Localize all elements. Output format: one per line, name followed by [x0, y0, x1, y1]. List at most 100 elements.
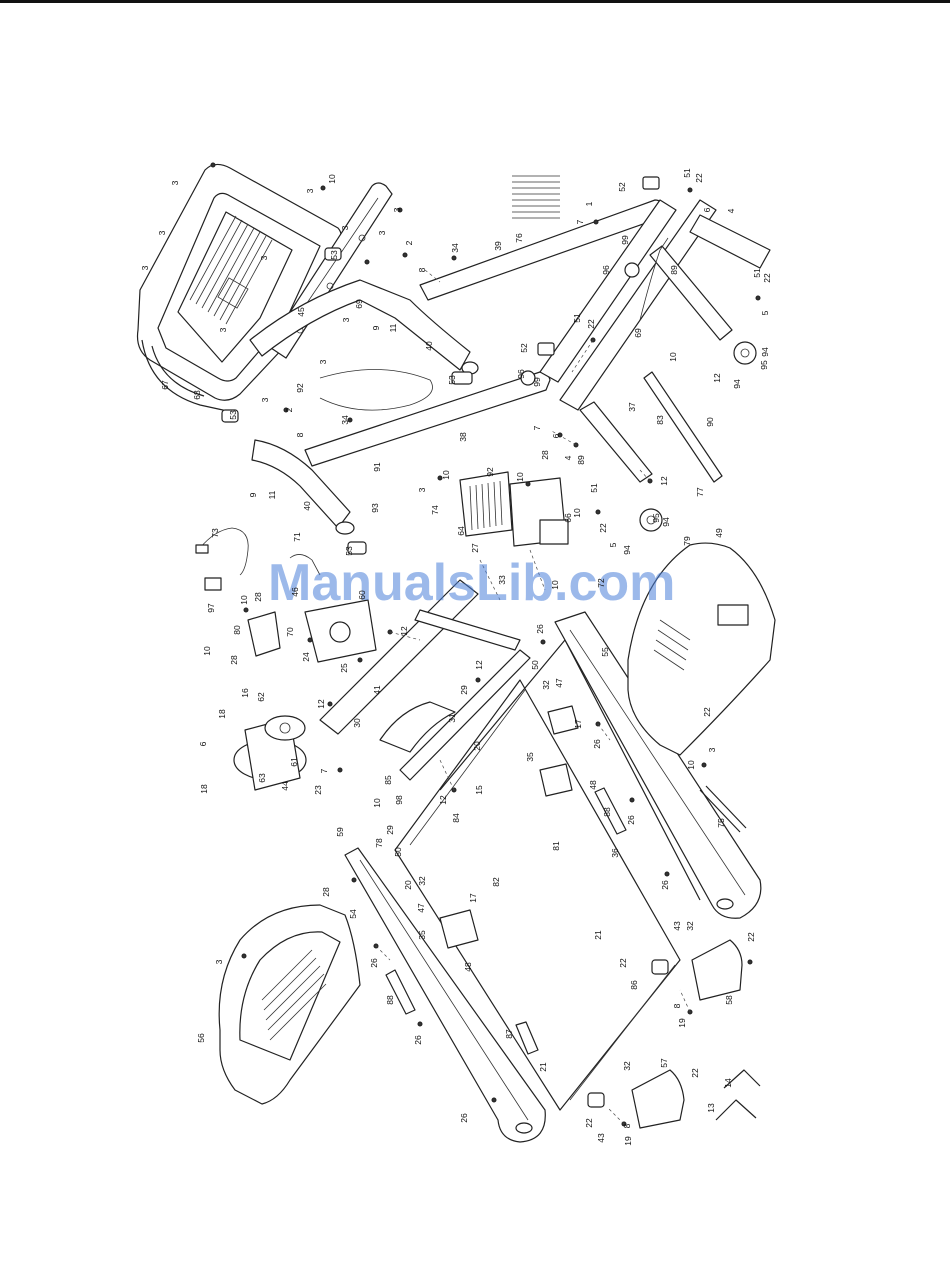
callout-label: 22	[746, 932, 756, 942]
callout-label: 3	[170, 180, 180, 185]
callout-label: 94	[622, 545, 632, 555]
callout-label: 94	[732, 379, 742, 389]
callout-label: 3	[392, 207, 402, 212]
part-89-base	[579, 401, 653, 483]
callout-label: 60	[357, 590, 367, 600]
callout-label: 10	[327, 174, 337, 184]
callout-label: 32	[685, 921, 695, 931]
callout-label: 93	[370, 503, 380, 513]
callout-label: 29	[385, 825, 395, 835]
callout-label: 22	[702, 707, 712, 717]
callout-label: 58	[724, 995, 734, 1005]
callout-label: 94	[760, 347, 770, 357]
callout-label: 3	[318, 359, 328, 364]
callout-label: 97	[206, 603, 216, 613]
callout-label: 6	[198, 741, 208, 746]
callout-label: 62	[256, 692, 266, 702]
callout-label: 83	[655, 415, 665, 425]
callout-label: 3	[259, 255, 269, 260]
callout-label: 28	[253, 592, 263, 602]
callout-label: 53	[447, 375, 457, 385]
callout-label: 80	[232, 625, 242, 635]
callout-label: 21	[538, 1062, 548, 1072]
callout-label: 52	[519, 343, 529, 353]
callout-label: 43	[596, 1133, 606, 1143]
callout-label: 31	[447, 713, 457, 723]
callout-label: 96	[516, 369, 526, 379]
part-82-deck	[394, 679, 681, 1111]
callout-label: 18	[217, 709, 227, 719]
callout-label: 73	[210, 528, 220, 538]
callout-label: 4	[563, 455, 573, 460]
callout-label: 26	[413, 1035, 423, 1045]
callout-label: 22	[598, 523, 608, 533]
callout-label: 86	[629, 980, 639, 990]
callout-label: 10	[550, 580, 560, 590]
callout-label: 51	[572, 313, 582, 323]
callout-label: 28	[540, 450, 550, 460]
callout-label: 89	[576, 455, 586, 465]
callout-label: 53	[228, 410, 238, 420]
callout-label: 99	[620, 235, 630, 245]
callout-label: 81	[551, 841, 561, 851]
callout-label: 32	[417, 876, 427, 886]
callout-label: 8	[672, 1003, 682, 1008]
callout-label: 1	[584, 201, 594, 206]
callout-label: 3	[707, 747, 717, 752]
callout-label: 7	[532, 425, 542, 430]
callout-label: 21	[593, 930, 603, 940]
callout-label: 85	[383, 775, 393, 785]
callout-label: 3	[377, 230, 387, 235]
callout-label: 3	[218, 327, 228, 332]
callout-label: 64	[456, 526, 466, 536]
callout-label: 48	[463, 962, 473, 972]
callout-label: 77	[695, 487, 705, 497]
callout-label: 22	[584, 1118, 594, 1128]
callout-label: 6	[551, 433, 561, 438]
callout-label: 5	[760, 310, 770, 315]
callout-label: 12	[659, 476, 669, 486]
callout-label: 99	[532, 377, 542, 387]
callout-label: 17	[573, 719, 583, 729]
callout-label: 3	[341, 317, 351, 322]
callout-label: 67	[160, 380, 170, 390]
callout-label: 74	[430, 505, 440, 515]
callout-label: 33	[497, 575, 507, 585]
callout-label: 28	[229, 655, 239, 665]
callout-label: 72	[596, 578, 606, 588]
callout-label: 36	[610, 848, 620, 858]
callout-label: 56	[196, 1033, 206, 1043]
callout-label: 22	[618, 958, 628, 968]
callout-label: 40	[424, 341, 434, 351]
callout-label: 10	[686, 760, 696, 770]
callout-label: 54	[348, 909, 358, 919]
callout-label: 19	[623, 1136, 633, 1146]
callout-label: 27	[470, 543, 480, 553]
callout-label: 88	[602, 807, 612, 817]
callout-label: 26	[459, 1113, 469, 1123]
callout-label: 28	[321, 887, 331, 897]
callout-label: 12	[316, 699, 326, 709]
callout-label: 26	[660, 880, 670, 890]
callout-label: 10	[441, 470, 451, 480]
callout-label: 48	[588, 780, 598, 790]
callout-label: 11	[267, 490, 277, 499]
callout-label: 53	[329, 250, 339, 260]
callout-label: 3	[305, 188, 315, 193]
callout-label: 10	[202, 646, 212, 656]
callout-label: 47	[554, 678, 564, 688]
callout-label: 69	[354, 299, 364, 309]
callout-label: 91	[372, 462, 382, 472]
callout-label: 24	[301, 652, 311, 662]
callout-label: 12	[438, 795, 448, 805]
callout-label: 78	[374, 838, 384, 848]
callout-label: 3	[340, 225, 350, 230]
callout-label: 50	[393, 847, 403, 857]
callout-label: 71	[292, 532, 302, 542]
callout-label: 14	[723, 1078, 733, 1088]
callout-label: 84	[451, 813, 461, 823]
part-56-hood	[218, 904, 361, 1105]
callout-label: 22	[586, 319, 596, 329]
